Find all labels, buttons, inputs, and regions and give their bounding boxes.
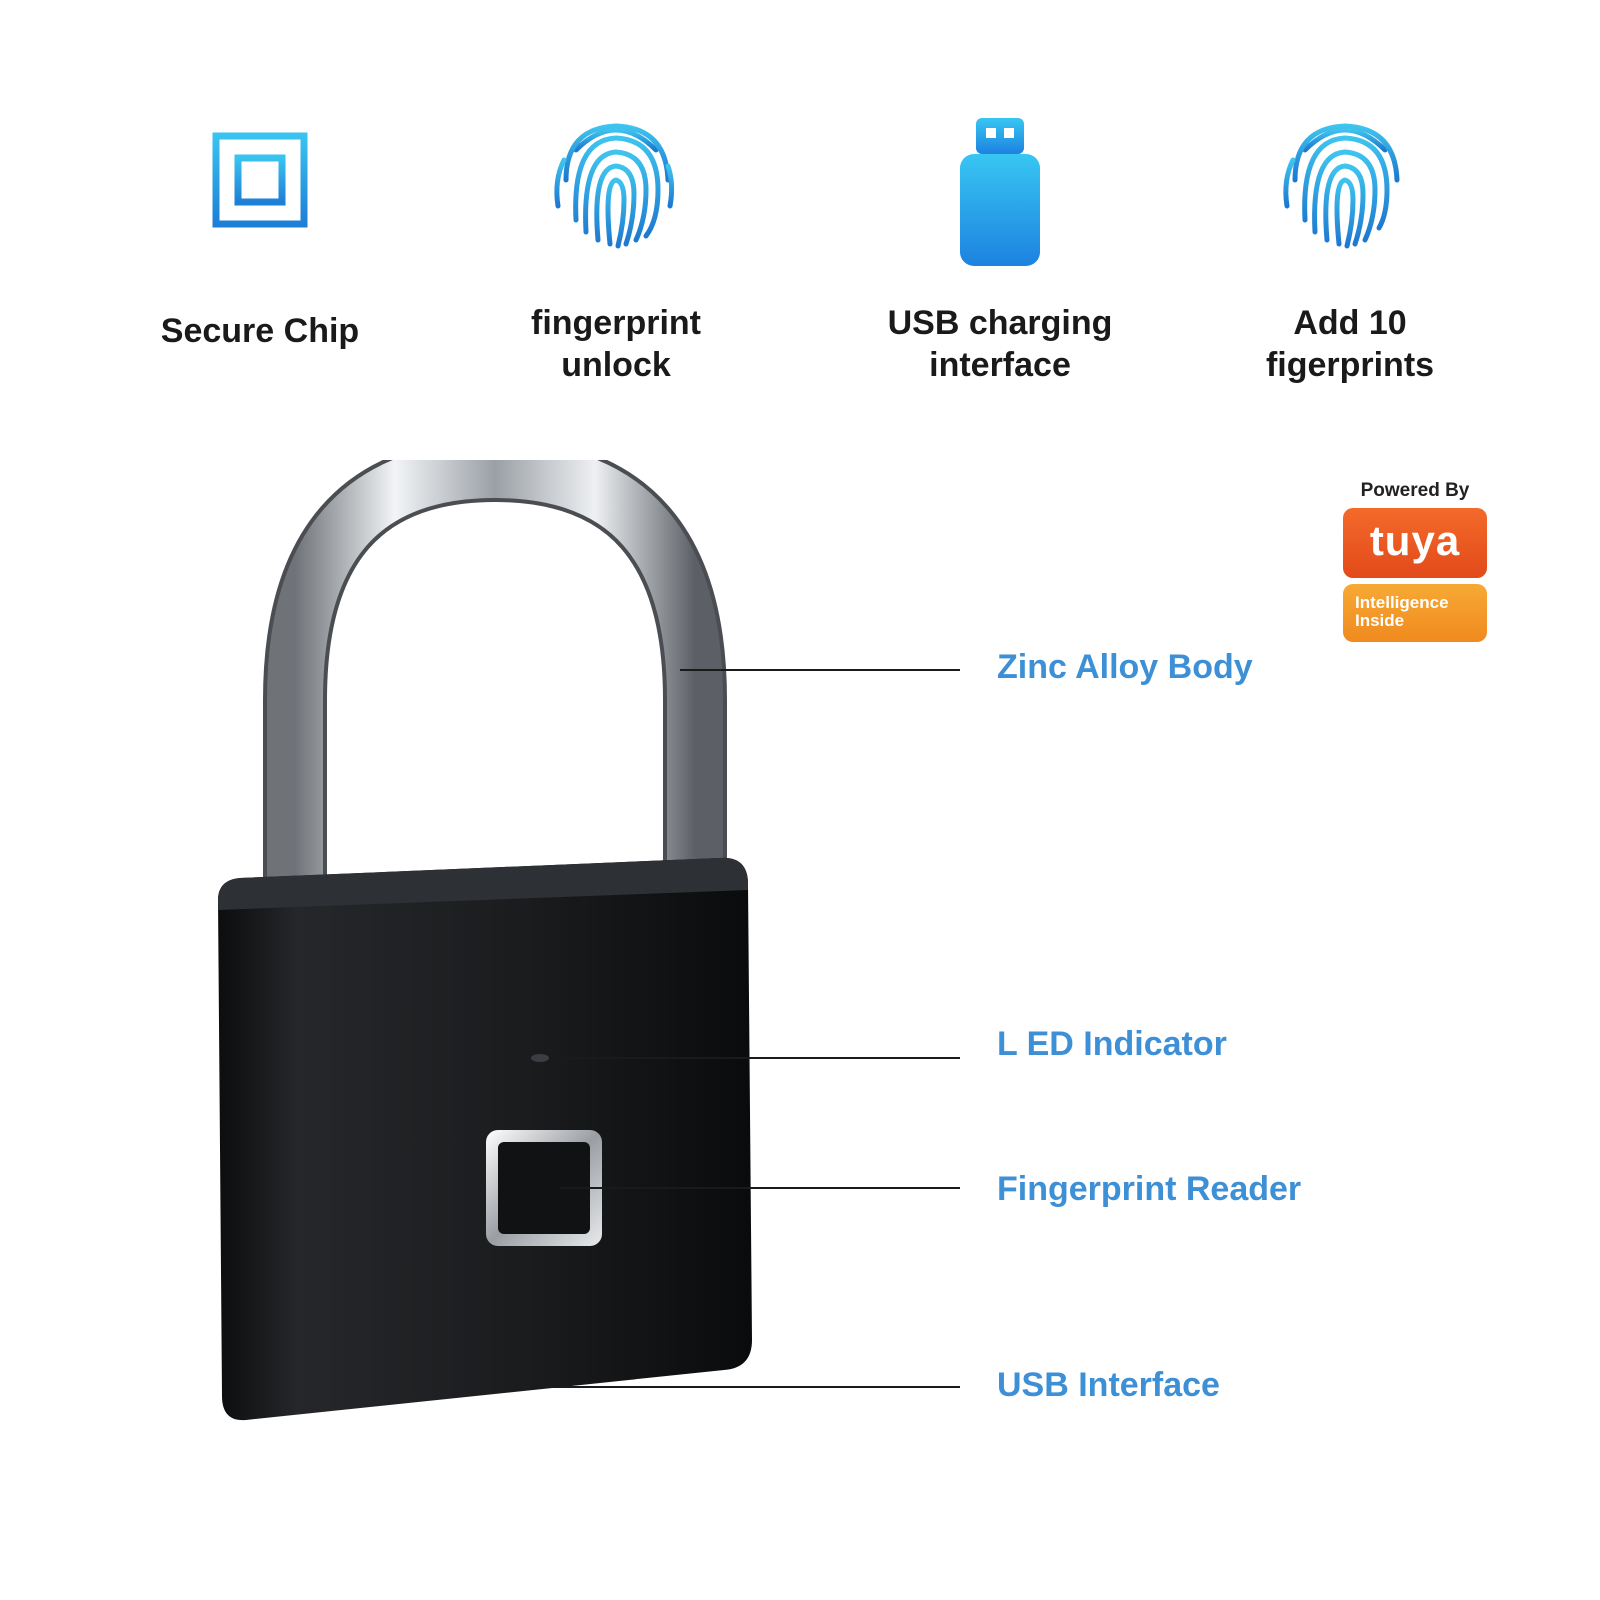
tag-line: Intelligence	[1355, 593, 1449, 612]
led-indicator	[531, 1054, 549, 1062]
powered-by-text: Powered By	[1360, 480, 1470, 501]
feature-caption: Secure Chip	[110, 310, 410, 352]
caption-prefix: Add	[1293, 304, 1360, 342]
padlock-image	[218, 460, 752, 1421]
tuya-logo: tuya	[1343, 508, 1487, 578]
feature-caption-line: interface	[929, 346, 1071, 384]
callout-usb-interface: USB Interface	[997, 1366, 1220, 1404]
feature-caption: fingerprint unlock	[466, 302, 766, 386]
feature-caption-line: Add 10	[1200, 302, 1500, 344]
tuya-brand-text: tuya	[1369, 517, 1461, 564]
feature-caption-line: fingerprint	[531, 304, 701, 342]
leader-line	[560, 1057, 960, 1059]
callout-zinc-alloy-body: Zinc Alloy Body	[997, 648, 1253, 686]
feature-fingerprint-unlock: fingerprint unlock	[466, 110, 766, 384]
feature-caption: Add 10 figerprints	[1200, 302, 1500, 386]
feature-add-fingerprints: Add 10 figerprints	[1200, 110, 1500, 384]
callout-led-indicator: L ED Indicator	[997, 1025, 1227, 1063]
fingerprint-reader	[486, 1130, 602, 1246]
leader-line	[530, 1386, 960, 1388]
feature-caption-line: unlock	[561, 346, 671, 384]
feature-secure-chip: Secure Chip	[110, 110, 410, 350]
feature-caption-line: figerprints	[1265, 346, 1435, 384]
caption-number: 10	[1368, 304, 1407, 342]
feature-caption: USB charging interface	[850, 302, 1150, 386]
intelligence-inside-tag: Intelligence Inside	[1343, 584, 1487, 642]
leader-line	[560, 1187, 960, 1189]
feature-caption-line: Secure Chip	[160, 312, 360, 350]
leader-line	[680, 669, 960, 671]
feature-caption-line: USB charging	[887, 304, 1113, 342]
feature-usb-charging: USB charging interface	[850, 110, 1150, 384]
usb-drive-icon	[960, 118, 1040, 266]
tag-line: Inside	[1355, 611, 1405, 630]
lock-body	[218, 857, 752, 1421]
fingerprint-icon	[554, 123, 675, 249]
fingerprint-add-icon	[1283, 123, 1423, 249]
chip-icon	[196, 116, 324, 244]
shackle	[263, 460, 727, 920]
callout-fingerprint-reader: Fingerprint Reader	[997, 1170, 1302, 1208]
tuya-badge: Powered By tuya Intelligence Inside	[1340, 480, 1490, 642]
